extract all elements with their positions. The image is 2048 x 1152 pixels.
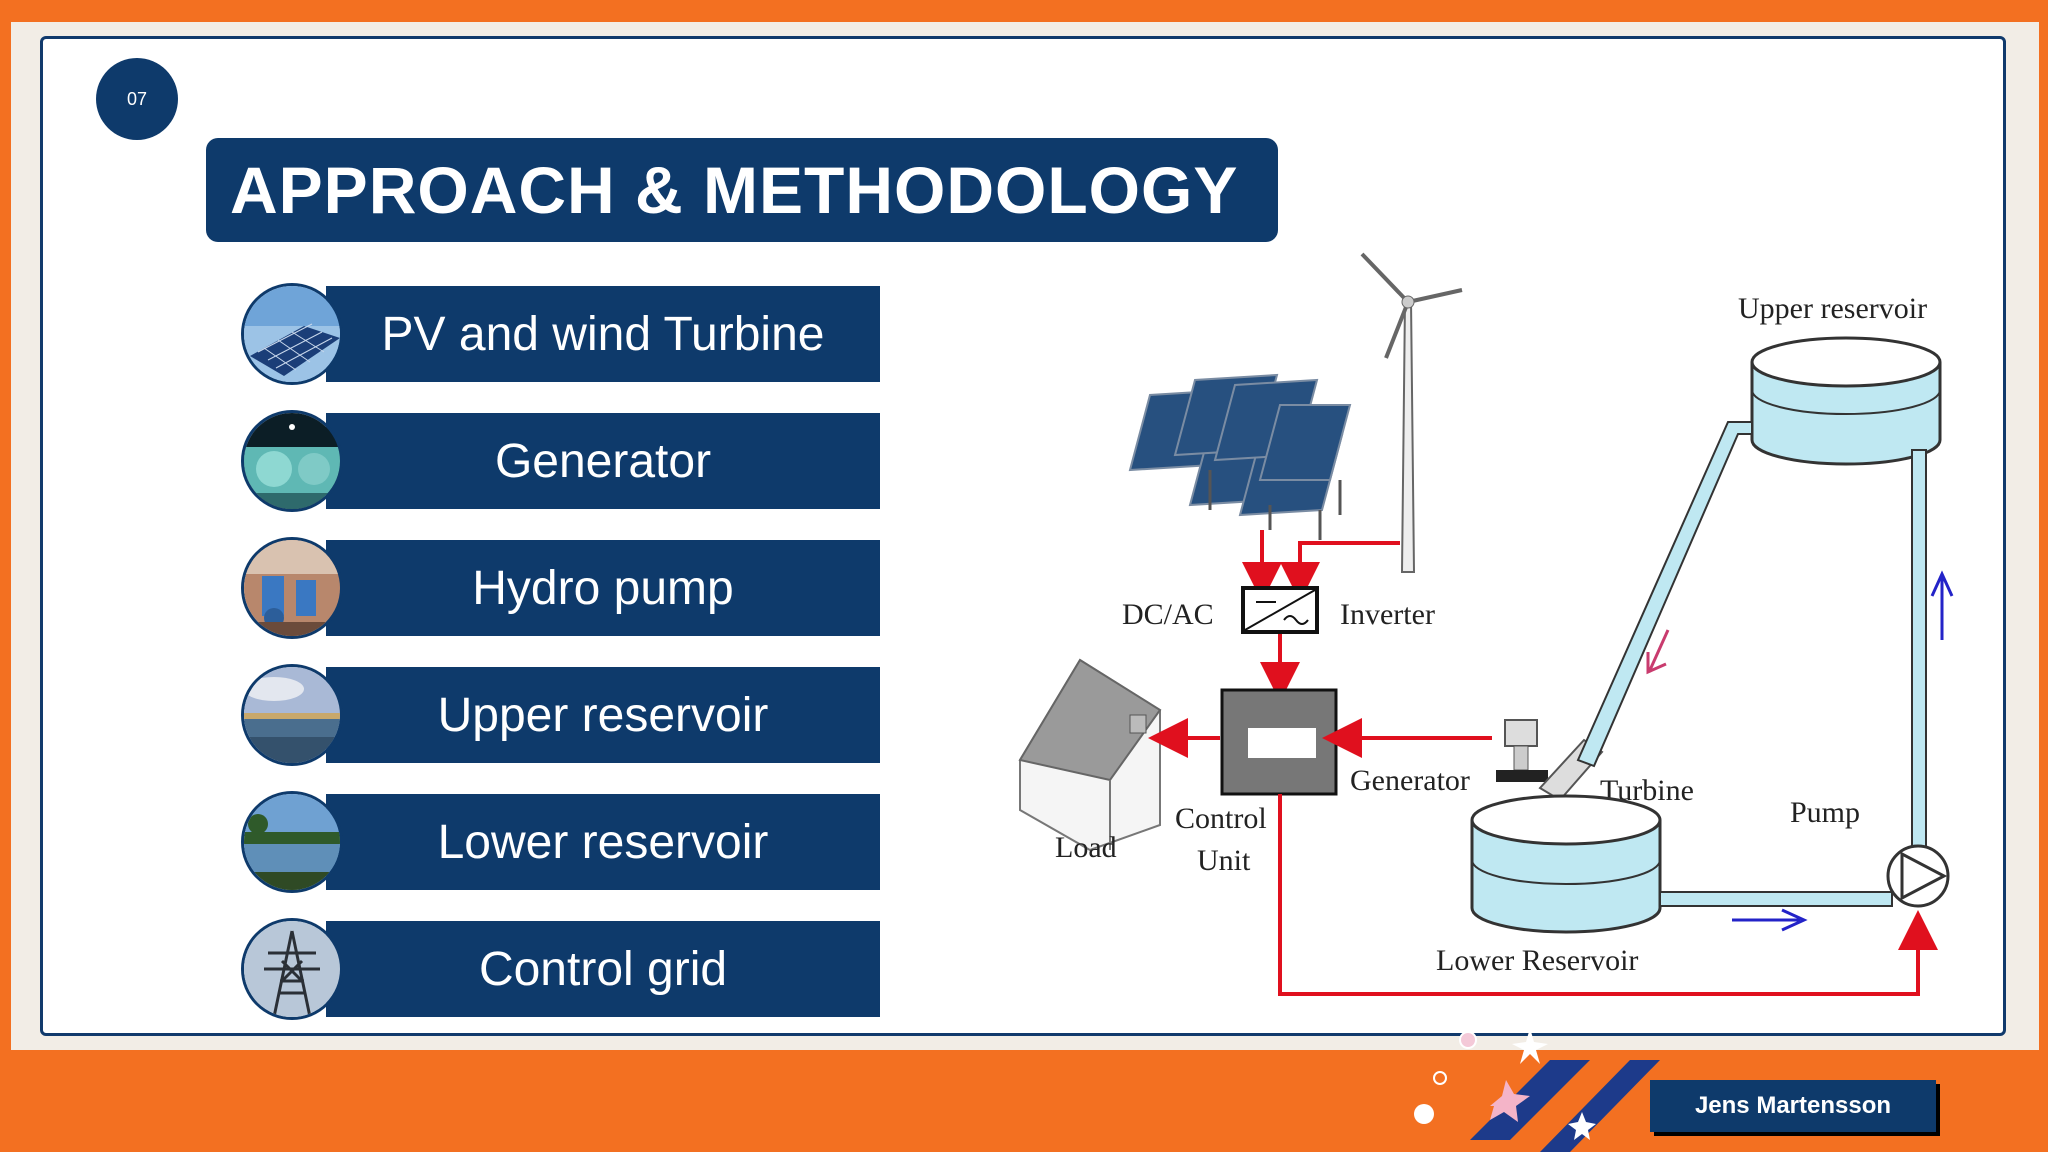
pumped-hydro-diagram: DC/AC Inverter Control Unit Load Generat… [1018,252,1954,996]
upper-reservoir-photo-icon [244,667,340,763]
upper-reservoir-icon [1750,336,1942,466]
item-label: Control grid [326,921,880,1017]
item-label: Upper reservoir [326,667,880,763]
generator-turbine-icon [1496,719,1604,802]
generator-label: Generator [1350,764,1470,797]
item-label: Lower reservoir [326,794,880,890]
unit-label: Unit [1197,844,1251,877]
pump-icon [1886,844,1950,908]
lower-reservoir-icon [1470,794,1662,934]
hydro-pump-photo-icon [244,540,340,636]
power-pylon-photo-icon [244,921,340,1017]
inverter-icon [1241,586,1319,634]
generator-photo-icon [244,413,340,509]
wind-turbine-icon [1360,252,1463,573]
list-item-generator: Generator [244,413,880,509]
pipe-network [1576,421,1927,907]
list-item-hydro-pump: Hydro pump [244,540,880,636]
slide-title: APPROACH & METHODOLOGY [206,138,1278,242]
item-label: Generator [326,413,880,509]
solar-panel-photo-icon [244,286,340,382]
footer-decoration [1414,1028,1660,1152]
list-item-lower-reservoir: Lower reservoir [244,794,880,890]
pump-label: Pump [1790,796,1860,829]
lower-reservoir-photo-icon [244,794,340,890]
load-label: Load [1055,831,1117,864]
house-icon [1018,658,1162,852]
list-item-control-grid: Control grid [244,921,880,1017]
list-item-upper-reservoir: Upper reservoir [244,667,880,763]
list-item-pv-wind: PV and wind Turbine [244,286,880,382]
dc-ac-label: DC/AC [1122,598,1214,631]
presenter-name: Jens Martensson [1650,1080,1936,1132]
upper-reservoir-label: Upper reservoir [1738,292,1927,325]
item-label: PV and wind Turbine [326,286,880,382]
inverter-label: Inverter [1340,598,1435,631]
control-label: Control [1175,802,1267,835]
page-number-badge: 07 [96,58,178,140]
item-label: Hydro pump [326,540,880,636]
control-unit-icon [1220,688,1338,796]
lower-reservoir-label: Lower Reservoir [1436,944,1638,977]
solar-panels-icon [1128,373,1352,540]
